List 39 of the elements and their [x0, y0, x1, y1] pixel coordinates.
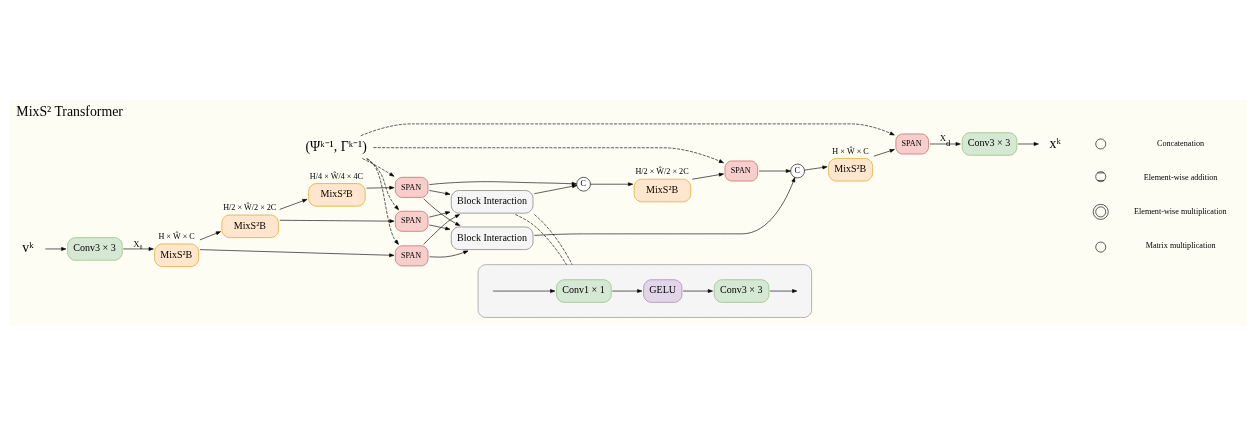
- arrow: [429, 210, 451, 217]
- arrow: [279, 218, 395, 223]
- arrow: [929, 141, 961, 146]
- arrow: [534, 183, 578, 194]
- connector: [515, 213, 567, 265]
- arrow: [122, 246, 154, 251]
- arrow: [423, 213, 460, 245]
- arrow: [769, 288, 798, 293]
- arrow: [366, 185, 395, 190]
- arrow: [45, 246, 67, 251]
- diagram-title: MixS² Transformer: [16, 103, 123, 119]
- arrow: [365, 157, 399, 210]
- arrow: [423, 197, 461, 226]
- arrow: [279, 198, 308, 210]
- arrow: [611, 288, 643, 293]
- arrow: [804, 165, 828, 170]
- node-text: (Ψᵏ⁻¹, Γᵏ⁻¹): [305, 138, 367, 154]
- arrow: [373, 146, 724, 163]
- edge-label: X₀: [133, 238, 143, 249]
- arrow: [682, 288, 713, 293]
- arrow: [199, 248, 395, 257]
- arrow: [429, 250, 469, 257]
- arrow: [366, 157, 399, 245]
- arrow: [362, 157, 395, 177]
- arrow: [758, 168, 791, 173]
- node-text: xᵏ: [1049, 135, 1061, 151]
- arrow: [873, 148, 895, 156]
- arrow: [360, 123, 895, 136]
- arrow: [429, 189, 451, 195]
- connector: [534, 213, 573, 265]
- node-text: vᵏ: [22, 239, 34, 255]
- arrow: [492, 288, 556, 293]
- arrow: [1017, 141, 1039, 146]
- arrow: [429, 224, 451, 230]
- arrow: [429, 180, 577, 186]
- cluster: [477, 263, 812, 318]
- arrow: [691, 172, 724, 180]
- arrow: [199, 230, 221, 240]
- arrow: [590, 181, 634, 186]
